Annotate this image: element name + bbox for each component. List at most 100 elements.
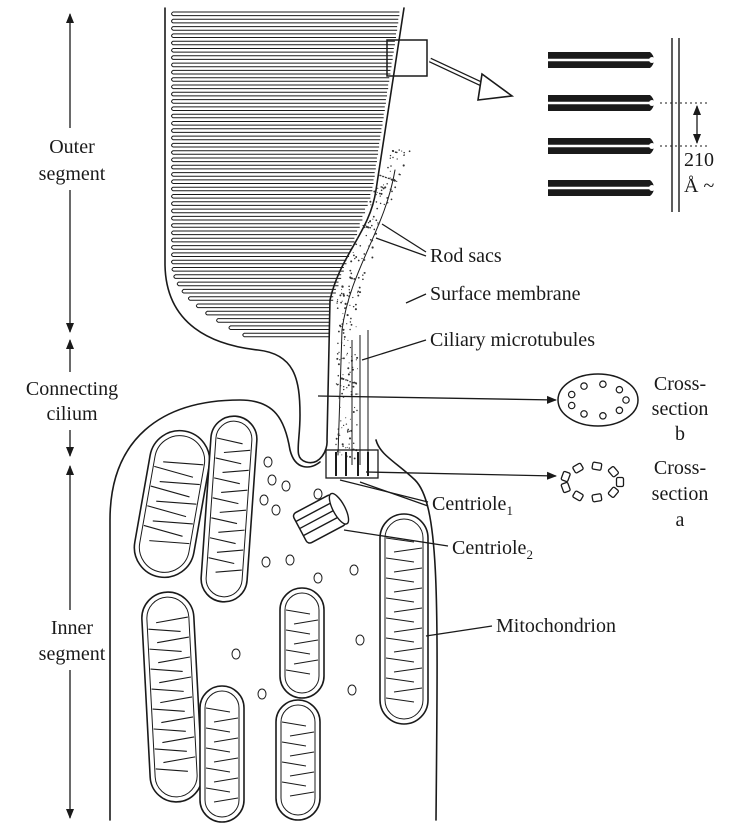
stipple-dot <box>349 437 351 439</box>
stipple-dot <box>345 379 347 381</box>
microtubule-doublet <box>581 411 587 417</box>
cross-section-b-drawing <box>558 374 638 426</box>
stipple-dot <box>353 278 355 280</box>
stipple-dot <box>346 323 347 324</box>
spacing-value: 210 <box>684 149 714 171</box>
stipple-dot <box>396 181 397 182</box>
stipple-dot <box>364 259 366 261</box>
stipple-dot <box>373 191 375 193</box>
stipple-dot <box>337 301 338 302</box>
stipple-dot <box>349 447 350 448</box>
stipple-dot <box>356 357 358 359</box>
stipple-dot <box>341 293 343 295</box>
connecting-cilium-label-line1: Connecting <box>26 378 118 400</box>
stipple-dot <box>396 152 398 154</box>
stipple-dot <box>372 219 373 220</box>
rod-sac <box>172 151 379 155</box>
stipple-dot <box>339 359 340 360</box>
centriole-1-label: Centriole1 <box>432 493 513 518</box>
stipple-dot <box>359 291 361 293</box>
rod-sac <box>172 49 394 53</box>
mitochondrion <box>200 686 244 822</box>
stipple-dot <box>348 295 350 297</box>
stipple-dot <box>349 270 351 272</box>
stipple-dot <box>349 329 351 331</box>
stipple-dot <box>337 307 339 309</box>
stipple-dot <box>380 195 381 196</box>
stipple-dot <box>336 302 337 303</box>
stipple-dot <box>341 393 343 395</box>
stipple-dot <box>338 428 339 429</box>
stipple-dot <box>355 382 357 384</box>
stipple-dot <box>363 253 365 255</box>
stipple-dot <box>369 201 371 203</box>
stipple-dot <box>341 342 343 344</box>
rod-sac <box>172 224 360 228</box>
cross-section-b-label-line2: section <box>652 398 709 420</box>
stipple-dot <box>375 233 377 235</box>
stipple-dot <box>341 427 342 428</box>
stipple-dot <box>371 225 373 227</box>
surface-membrane-leader <box>406 294 426 303</box>
stipple-dot <box>354 258 355 259</box>
stipple-dot <box>366 235 367 236</box>
stipple-dot <box>349 381 351 383</box>
stipple-dot <box>404 154 405 155</box>
rod-sac <box>172 158 377 162</box>
stipple-dot <box>370 204 371 205</box>
stipple-dot <box>338 433 340 435</box>
stipple-dot <box>338 352 339 353</box>
stipple-dot <box>371 240 373 242</box>
stipple-dot <box>370 220 371 221</box>
stipple-dot <box>358 260 360 262</box>
cross-section-a-label-line1: Cross- <box>654 457 706 479</box>
microtubule-triplet <box>608 487 619 498</box>
stipple-dot <box>375 194 376 195</box>
stipple-dot <box>356 359 357 360</box>
rod-sac <box>172 100 386 104</box>
microtubule-triplet <box>572 463 583 474</box>
rod-sac <box>243 333 330 337</box>
stipple-dot <box>337 353 339 355</box>
stipple-dot <box>401 151 402 152</box>
stipple-dot <box>354 407 355 408</box>
stipple-dot <box>403 152 405 154</box>
stipple-dot <box>337 343 338 344</box>
stipple-dot <box>357 295 359 297</box>
stipple-dot <box>359 287 361 289</box>
stipple-dot <box>341 289 342 290</box>
rod-sac <box>172 173 375 177</box>
rod-sac <box>172 27 398 31</box>
stipple-dot <box>337 451 339 453</box>
rod-sac <box>174 275 341 279</box>
stipple-dot <box>353 306 355 308</box>
stipple-dot <box>348 431 349 432</box>
stipple-dot <box>337 384 338 385</box>
stipple-dot <box>394 180 396 182</box>
structure-labels: Rod sacs Surface membrane Ciliary microt… <box>430 245 708 637</box>
microtubule-doublet <box>600 413 606 419</box>
stipple-dot <box>356 424 357 425</box>
stipple-dot <box>340 385 341 386</box>
stipple-dot <box>355 243 357 245</box>
stipple-dot <box>348 373 350 375</box>
stipple-dot <box>394 186 396 188</box>
rod-sac <box>196 304 330 308</box>
cytoplasm-stipple <box>335 149 410 460</box>
stipple-dot <box>391 191 393 193</box>
outer-segment-label-line1: Outer <box>49 136 95 158</box>
stipple-dot <box>336 438 338 440</box>
centriole-2 <box>292 491 352 544</box>
rod-sac <box>172 165 376 169</box>
stipple-dot <box>355 393 357 395</box>
vesicle <box>264 457 272 467</box>
rod-sac <box>172 114 384 118</box>
stipple-dot <box>347 295 348 296</box>
stipple-dot <box>343 357 345 359</box>
stipple-dot <box>336 358 338 360</box>
rod-sac <box>172 129 382 133</box>
rod-sac <box>172 85 389 89</box>
cross-section-b-label-line1: Cross- <box>654 373 706 395</box>
stipple-dot <box>339 435 340 436</box>
